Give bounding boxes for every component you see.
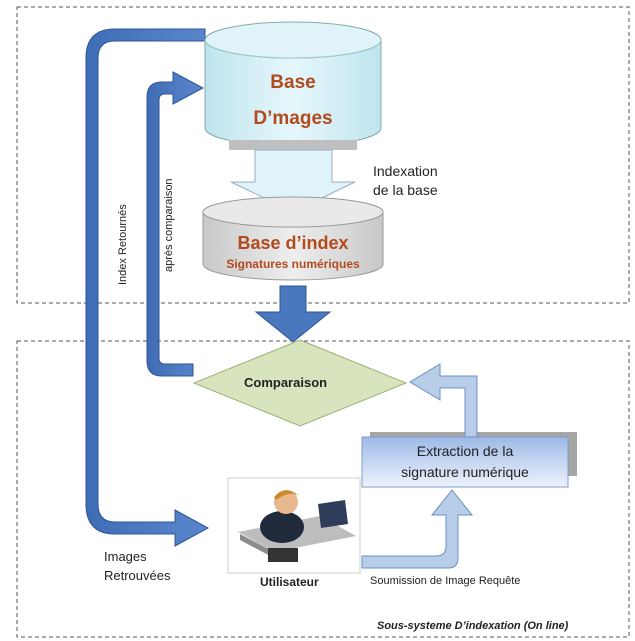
submission-arrow (361, 489, 474, 569)
database-rim-line (204, 39, 382, 59)
database-title-line1: Base (270, 72, 316, 93)
offline-subsystem-frame (16, 6, 630, 304)
user-label: Utilisateur (260, 575, 319, 589)
returned-index-arrow (85, 28, 210, 547)
after-comparison-arrow (146, 71, 205, 377)
comparison-label: Comparaison (244, 375, 328, 390)
user-illustration (227, 477, 361, 574)
found-images-label-line1: Images (104, 549, 147, 564)
index-db-subtitle: Signatures numériques (226, 257, 360, 271)
indexation-label-line1: Indexation (373, 163, 438, 179)
index-database-cylinder (202, 196, 384, 281)
database-title-line2: D’mages (253, 108, 333, 129)
index-to-comparison-arrow (254, 285, 332, 343)
extraction-box (361, 436, 569, 488)
extraction-to-comparison-arrow (409, 363, 478, 438)
submission-label: Soumission de Image Requête (370, 575, 521, 587)
extraction-label-line1: Extraction de la (416, 443, 514, 459)
comparison-diamond (192, 339, 408, 427)
extraction-label-line2: signature numérique (401, 464, 529, 480)
index-db-title: Base d’index (237, 233, 349, 253)
subsystem-label: Sous-systeme D’indexation (On line) (377, 620, 569, 632)
online-subsystem-frame (16, 340, 630, 638)
indexation-label-line2: de la base (373, 182, 438, 198)
returned-index-label: Index Retournés (117, 204, 129, 285)
image-database-cylinder (204, 21, 382, 150)
indexation-arrow (230, 149, 356, 213)
after-comparison-label: après comparaison (163, 178, 175, 272)
found-images-label-line2: Retrouvées (104, 568, 171, 583)
